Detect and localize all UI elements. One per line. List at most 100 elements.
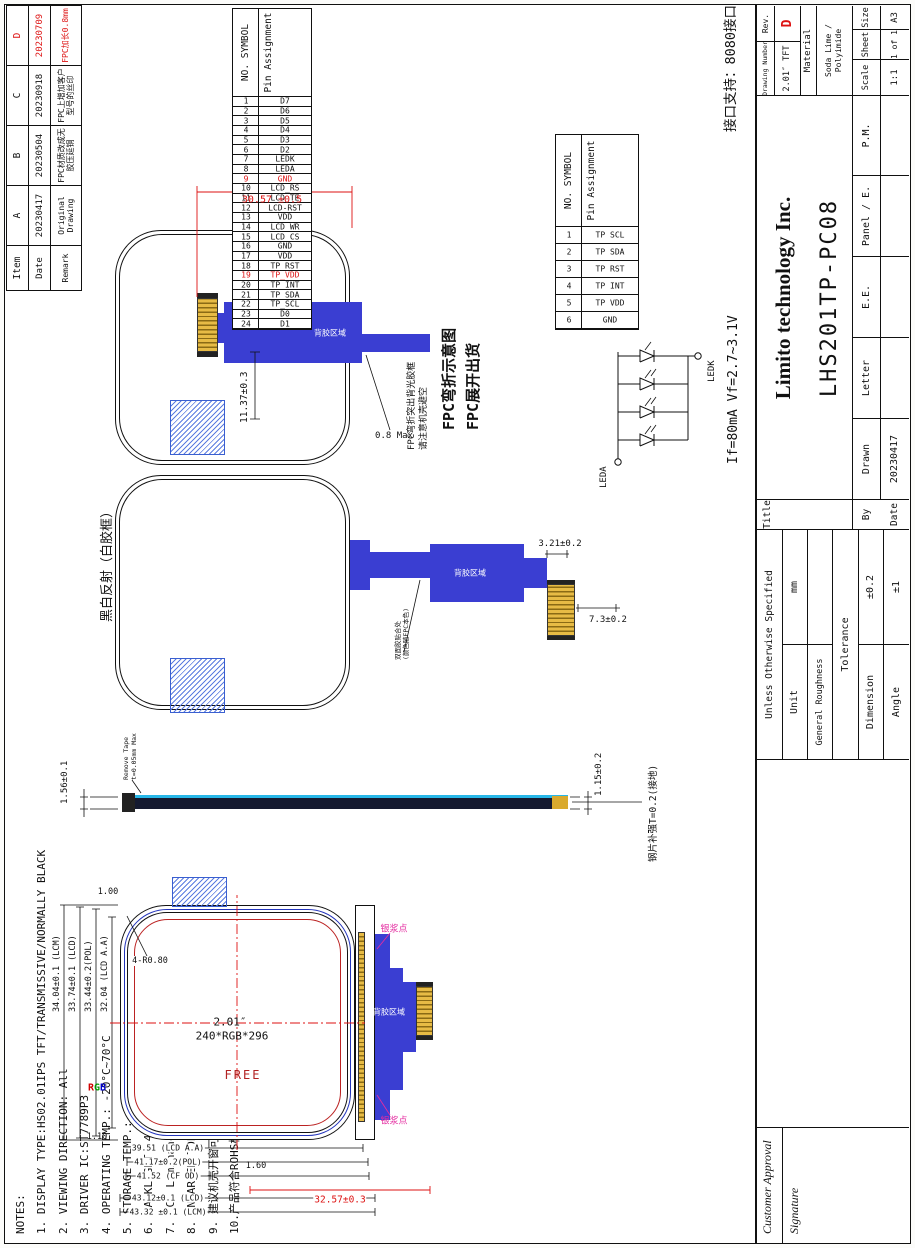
pin-symbol: TP_INT <box>270 280 300 290</box>
pm-approval-label: P.M. <box>860 123 872 148</box>
pin-column: 23 D0 <box>233 310 311 320</box>
pin-number: 18 <box>240 261 251 271</box>
revision-item: A <box>7 186 29 245</box>
drawn-by-value: Letter <box>860 359 872 397</box>
fpc-bend-note-line2: 请注意机壳避空 <box>419 386 429 450</box>
silver-paste-dot-label: 银浆点 <box>380 924 408 935</box>
pin-number: 24 <box>240 319 251 329</box>
rgb-b: B <box>100 1082 107 1094</box>
dim-lcm-width: 34.04±0.1 (LCM) <box>52 935 62 1012</box>
dim-fpc-offset: 11.37±0.3 <box>239 370 250 424</box>
pin-number: 14 <box>240 222 251 232</box>
dim-connector-length: 7.3±0.2 <box>588 615 628 625</box>
pin-symbol: LEDA <box>275 164 295 174</box>
pin-number: 19 <box>240 270 251 280</box>
pin-number: 23 <box>240 309 251 319</box>
pin-symbol: GND <box>277 174 293 184</box>
title-block-divider <box>756 1127 909 1128</box>
revision-table-header-column: Item Date Remark <box>7 246 81 290</box>
pin-column: 4 D4 <box>233 126 311 136</box>
pin-number: 3 <box>243 116 248 126</box>
size-label: Size <box>861 7 871 28</box>
revision-remark: FPC上增加客户型号的丝印 <box>56 68 75 123</box>
dim-lcd-width: 33.74±0.1 (LCD) <box>68 935 78 1012</box>
revision-header-remark: Remark <box>61 253 70 283</box>
unit-value: mm <box>789 580 800 594</box>
pin-symbol: TP SDA <box>595 247 625 257</box>
led-circuit-diagram <box>614 341 702 466</box>
customer-approval-divider <box>782 1128 783 1243</box>
pin-table-6-header: NO. SYMBOL Pin Assignment <box>556 135 638 227</box>
revision-date: 20230417 <box>29 186 51 245</box>
dim-thickness-2: 1.15±0.2 <box>594 752 604 796</box>
pin-symbol: TP_VDD <box>270 270 300 280</box>
pin-number: 15 <box>240 232 251 242</box>
pin-column: 8 LEDA <box>233 165 311 175</box>
pin-number: 9 <box>243 174 248 184</box>
pin-number: 17 <box>240 251 251 261</box>
ledk-label: LEDK <box>707 360 717 382</box>
pin-symbol: LCD_CS <box>270 232 300 242</box>
unless-otherwise-label: Unless Otherwise Specified <box>763 570 775 719</box>
drawn-label: Drawn <box>860 443 872 475</box>
sheet-label: Sheet <box>861 31 871 58</box>
drawing-number-value: 2.01″ TFT <box>782 45 792 92</box>
pin-number: 2 <box>243 106 248 116</box>
pin-column: 10 LCD_RS <box>233 184 311 194</box>
date-label: Date <box>889 503 900 526</box>
rev-value: D <box>779 19 795 28</box>
pin-number: 3 <box>566 264 571 274</box>
by-label: By <box>860 508 872 521</box>
pin-table-header-assignment: Pin Assignment <box>263 12 274 93</box>
pin-column: 5 D3 <box>233 136 311 146</box>
unit-label: Unit <box>789 689 800 715</box>
rev-label: Rev. <box>760 13 770 34</box>
pin-number: 7 <box>243 154 248 164</box>
panel-size-label: 2.01″ <box>213 1015 247 1029</box>
pin-symbol: VDD <box>277 251 293 261</box>
led-spec-label: If=80mA Vf=2.7~3.1V <box>726 315 741 464</box>
pin-symbol: LCD_RS <box>270 183 300 193</box>
revision-remark: Original Drawing <box>56 196 75 235</box>
leda-label: LEDA <box>599 466 609 488</box>
pin-symbol: LEDK <box>275 154 295 164</box>
dim-bend-max: 0.8 Max <box>375 431 413 441</box>
dim-fpc-bent-length: 30.57 ±0.5 <box>241 194 303 206</box>
revision-date: 20230918 <box>29 66 51 125</box>
scale-value: 1:1 <box>889 69 900 86</box>
pin-table-6: NO. SYMBOL Pin Assignment 1 TP SCL 2 TP … <box>555 134 639 330</box>
revision-entry: D 20230709 FPC加长0.8mm <box>7 6 81 66</box>
dimension-tolerance-value: ±0.2 <box>865 574 876 600</box>
adhesive-note: 双面胶贴合处 (颜色随FPC本色) <box>394 607 410 660</box>
pin-number: 4 <box>566 281 571 291</box>
revision-remark: FPC材质改成无胶压延铜 <box>56 128 75 183</box>
pin-column: 7 LEDK <box>233 155 311 165</box>
dim-aa-height: 39.51 (LCD A.A) <box>130 1143 206 1153</box>
pin-number: 22 <box>240 299 251 309</box>
steel-reinforce-note: 钢片补强T=0.2(接地) <box>648 764 659 862</box>
pin-symbol: D4 <box>280 125 290 135</box>
pin-number: 13 <box>240 212 251 222</box>
drawing-number-label: Drawing Number <box>761 41 769 96</box>
pin-column: 17 VDD <box>233 252 311 262</box>
free-area-label: FREE <box>224 1068 262 1082</box>
pin-symbol: TP VDD <box>595 298 625 308</box>
pin-table-header-assignment: Pin Assignment <box>586 140 597 221</box>
ee-approval-label: E.E. <box>860 284 872 310</box>
revision-entry: A 20230417 Original Drawing <box>7 186 81 246</box>
resolution-label: 240*RGB*296 <box>195 1029 269 1043</box>
dimension-label: Dimension <box>865 674 876 730</box>
revision-table: Item Date Remark A 20230417 Original Dra… <box>6 5 82 291</box>
pin-column: 19 TP_VDD <box>233 271 311 281</box>
bw-reflect-label: 黑白反射（白胶框） <box>100 504 115 622</box>
dim-lcm-height: 43.32 ±0.1 (LCM) <box>128 1207 208 1217</box>
scale-label: Scale <box>861 64 871 91</box>
pin-symbol: D6 <box>280 106 290 116</box>
pin-symbol: D7 <box>280 96 290 106</box>
revision-item: D <box>7 6 29 65</box>
roughness-label: General Roughness <box>814 658 825 746</box>
revision-entry: B 20230504 FPC材质改成无胶压延铜 <box>7 126 81 186</box>
title-label: Title <box>761 500 773 529</box>
pin-number: 2 <box>566 247 571 257</box>
